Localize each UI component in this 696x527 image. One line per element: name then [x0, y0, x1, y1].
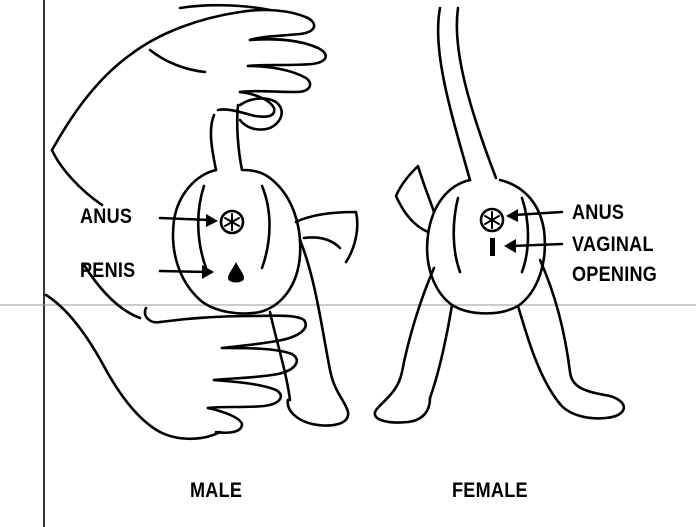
male-body: [173, 170, 300, 314]
male-penis-marker: [228, 262, 244, 283]
lower-hand: [46, 265, 306, 439]
female-vaginal-label-line2: OPENING: [572, 264, 657, 285]
female-vaginal-arrow: [504, 239, 562, 253]
female-anus-arrow: [506, 209, 562, 222]
female-vaginal-label-line1: VAGINAL: [572, 234, 654, 255]
male-caption: MALE: [190, 480, 242, 501]
male-penis-label: PENIS: [80, 260, 135, 281]
male-anus-arrow: [160, 214, 218, 227]
upper-hand: [52, 5, 326, 205]
female-tail: [438, 8, 496, 180]
male-anus-label: ANUS: [80, 206, 132, 227]
female-anus-label: ANUS: [572, 202, 624, 223]
female-caption: FEMALE: [452, 480, 528, 501]
female-vaginal-marker: [490, 238, 495, 256]
male-tail: [211, 105, 242, 170]
